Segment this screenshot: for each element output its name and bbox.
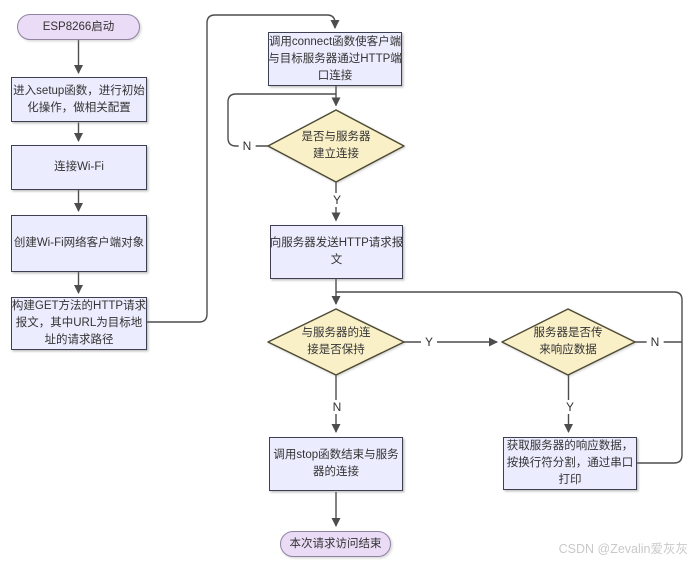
edge-loop-right bbox=[336, 291, 683, 464]
node-start: ESP8266启动 bbox=[17, 14, 140, 40]
node-call-connect: 调用connect函数使客户端 与目标服务器通过HTTP端 口连接 bbox=[268, 32, 402, 86]
decision-connection-established-label: 是否与服务器 建立连接 bbox=[301, 131, 371, 160]
csdn-watermark: CSDN @Zevalin爱灰灰 bbox=[558, 542, 688, 556]
edge-d1-no-loop bbox=[227, 93, 336, 147]
node-call-stop: 调用stop函数结束与服务 器的连接 bbox=[269, 437, 403, 491]
edge-label-d2-yes: Y bbox=[420, 335, 438, 349]
node-send-http-request: 向服务器发送HTTP请求报 文 bbox=[270, 225, 403, 279]
node-setup: 进入setup函数，进行初始 化操作，做相关配置 bbox=[11, 77, 147, 122]
edge-label-d1-no: N bbox=[238, 139, 256, 153]
edge-label-d3-yes: Y bbox=[561, 400, 579, 414]
edge-label-d2-no: N bbox=[328, 400, 346, 414]
node-read-response: 获取服务器的响应数据， 按换行符分割，通过串口 打印 bbox=[503, 437, 637, 490]
edge-label-d1-yes: Y bbox=[328, 193, 346, 207]
node-build-get-request: 构建GET方法的HTTP请求 报文，其中URL为目标地 址的请求路径 bbox=[11, 297, 147, 350]
decision-connection-kept-shape bbox=[267, 308, 405, 376]
node-create-client: 创建Wi-Fi网络客户端对象 bbox=[11, 215, 147, 272]
decision-response-received-shape bbox=[501, 308, 636, 376]
node-connect-wifi: 连接Wi-Fi bbox=[11, 145, 147, 190]
node-end: 本次请求访问结束 bbox=[280, 531, 391, 557]
decision-response-received-label: 服务器是否传 来响应数据 bbox=[533, 327, 603, 356]
decision-connection-kept-label: 与服务器的连 接是否保持 bbox=[301, 327, 371, 356]
edge-get-connect bbox=[147, 14, 340, 323]
decision-connection-established-shape bbox=[267, 109, 405, 183]
edge-label-d3-no: N bbox=[646, 335, 664, 349]
